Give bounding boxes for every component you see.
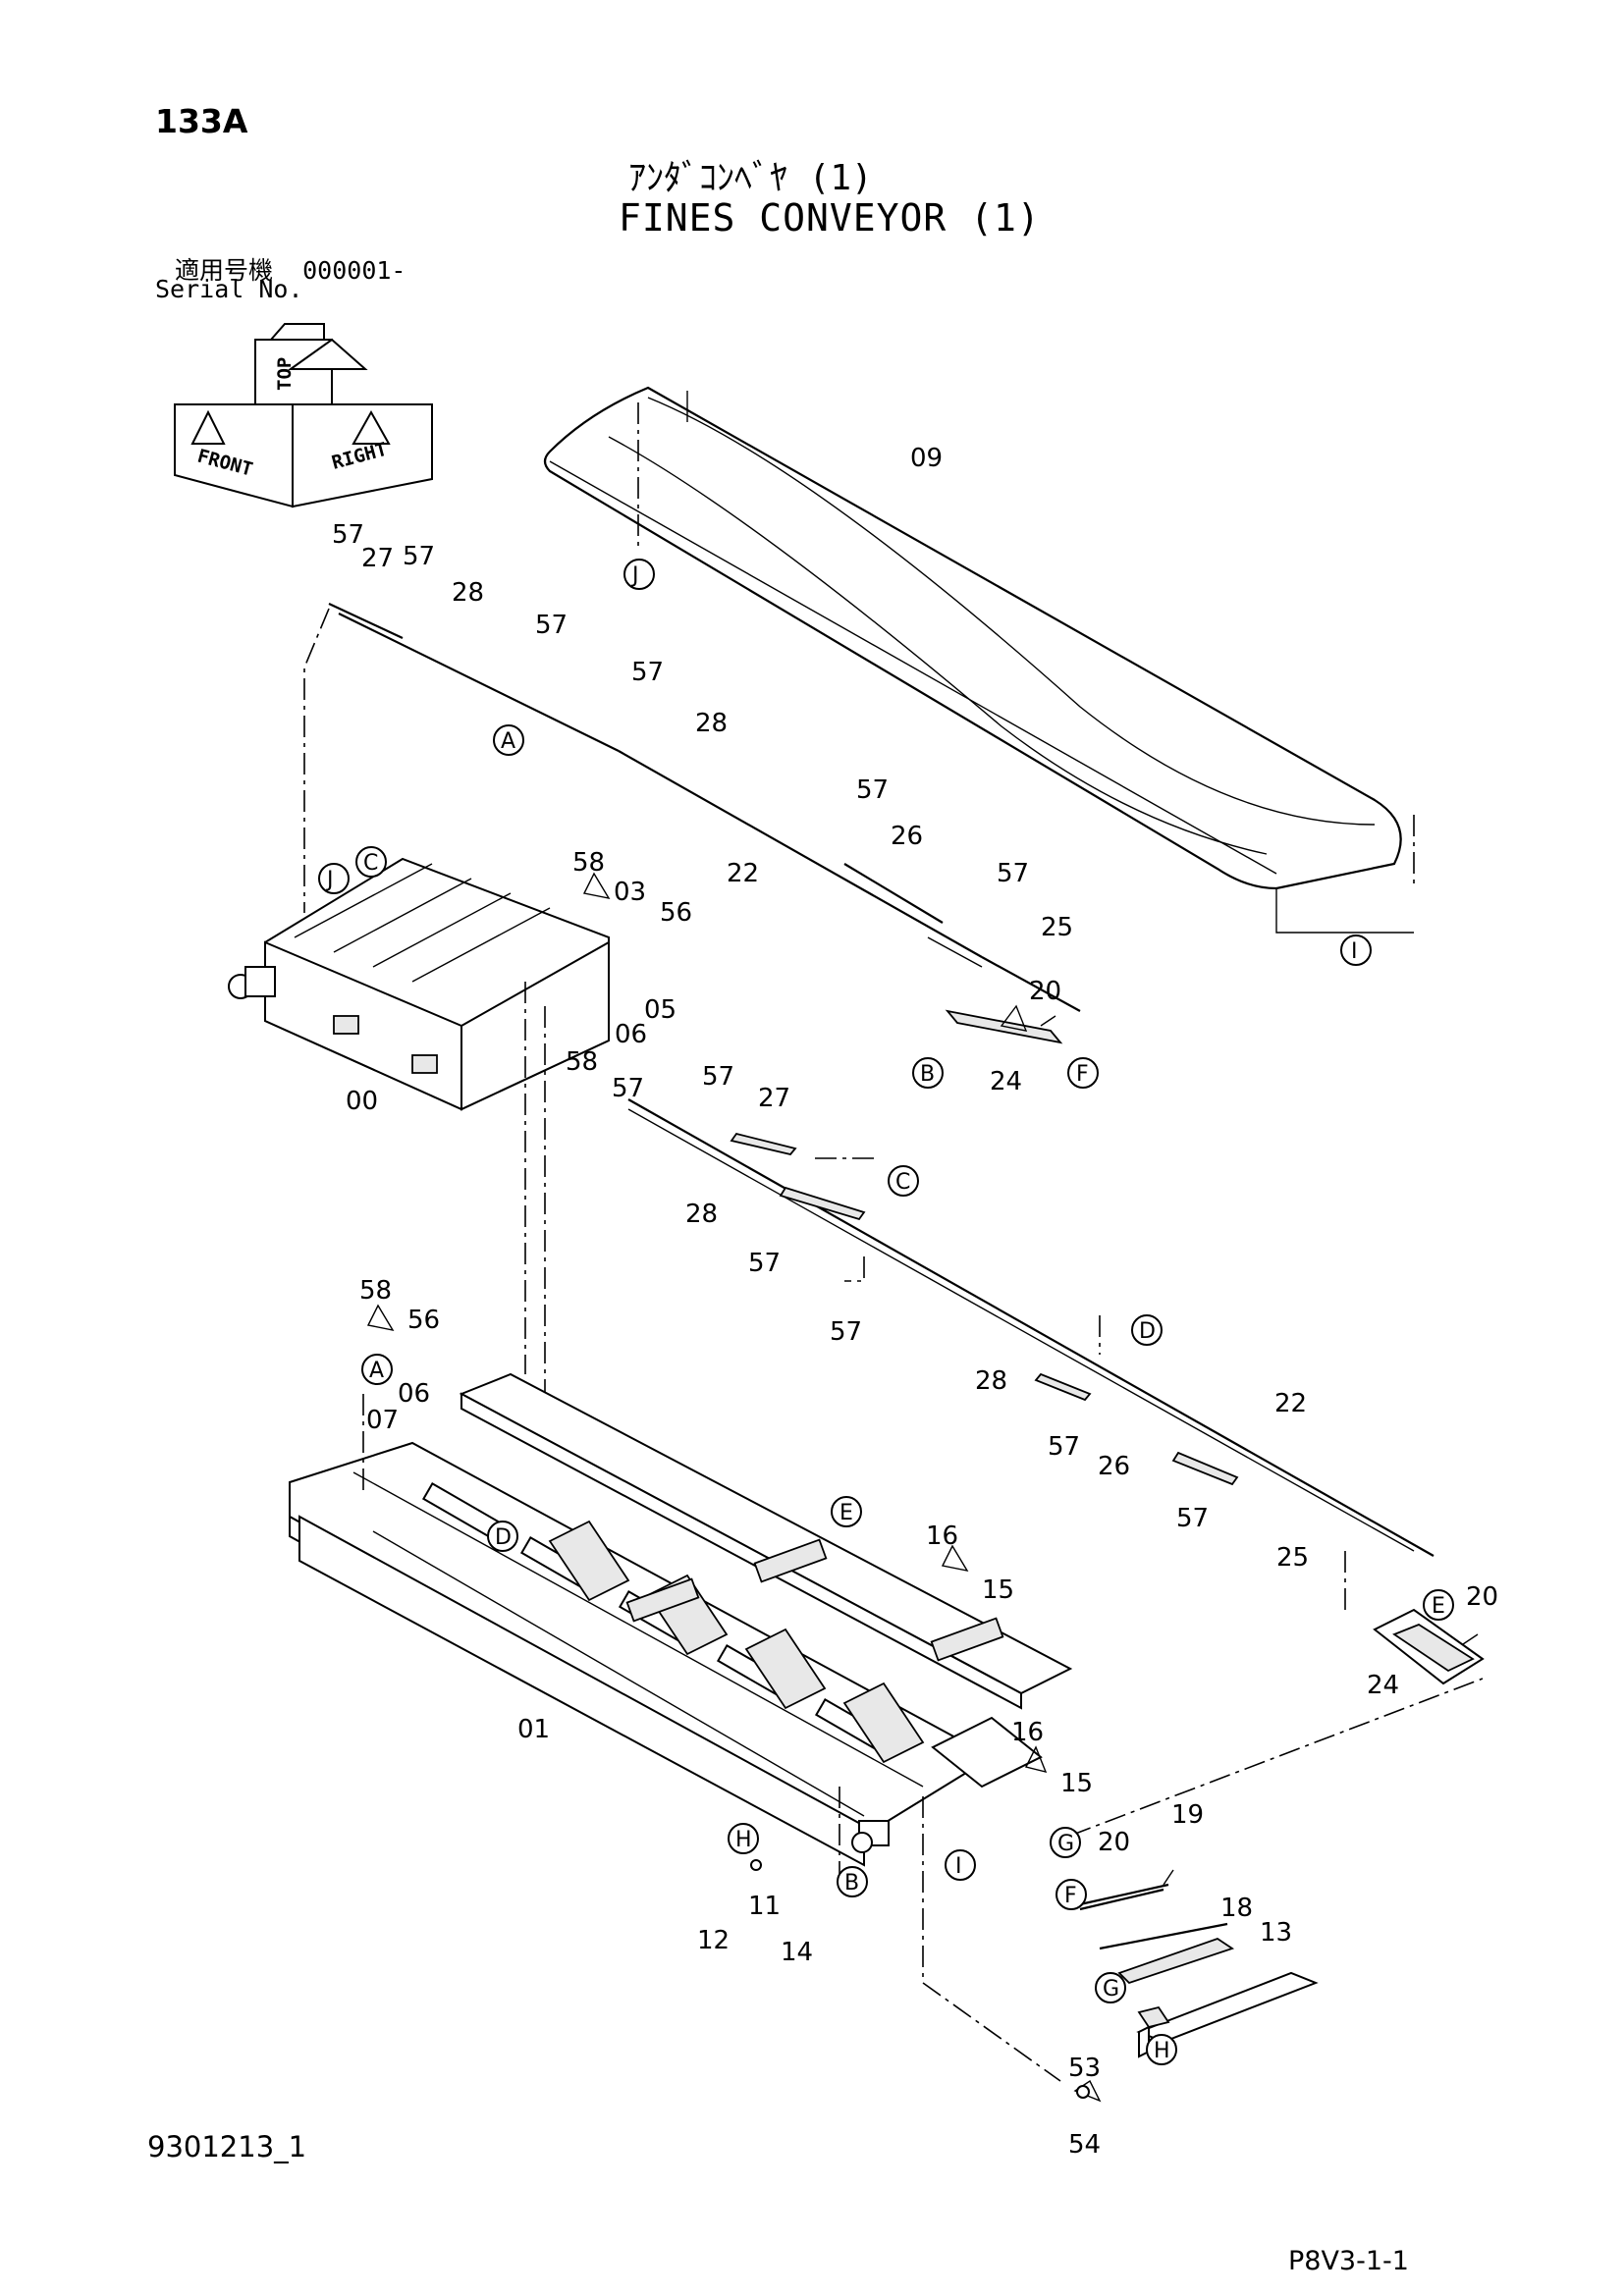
- part-label-24: 28: [695, 709, 728, 738]
- connector-B: B: [920, 1062, 935, 1087]
- part-label-28: 57: [1048, 1432, 1080, 1462]
- part-label-01: 01: [517, 1715, 550, 1744]
- part-label-28: 57: [997, 859, 1029, 888]
- connector-A: A: [369, 1359, 384, 1383]
- part-label-16: 16: [926, 1522, 958, 1551]
- part-label-28: 57: [830, 1317, 862, 1347]
- part-labels: 09 57 27 57 28 57 57 28 57 26 22 57 25 2…: [332, 444, 1498, 2160]
- orientation-indicator: FRONT RIGHT TOP: [174, 323, 433, 508]
- part-label-07: 07: [366, 1406, 399, 1435]
- part-label-57: 58: [572, 848, 605, 878]
- connector-F: F: [1064, 1884, 1077, 1908]
- connector-D: D: [495, 1525, 512, 1550]
- connector-A: A: [501, 729, 515, 754]
- title-japanese: ｱﾝﾀﾞｺﾝﾍﾞﾔ (1): [628, 158, 873, 198]
- part-label-20: 20: [1466, 1582, 1498, 1612]
- part-label-05: 05: [644, 995, 677, 1025]
- connector-J: J: [325, 868, 334, 892]
- part-label-22: 22: [1274, 1389, 1307, 1418]
- connector-I: I: [1351, 939, 1358, 964]
- part-label-56: 56: [660, 898, 692, 928]
- lower-side-strips: [627, 1098, 1435, 1610]
- connector-C: C: [895, 1170, 910, 1195]
- part-label-28: 57: [702, 1062, 734, 1092]
- part-label-26: 24: [1367, 1671, 1399, 1700]
- part-label-23: 27: [758, 1084, 790, 1113]
- part-label-28: 57: [631, 658, 664, 687]
- connector-J: J: [630, 563, 639, 588]
- figure-number: 9301213_1: [147, 2130, 307, 2163]
- head-frame-00: [228, 857, 610, 1423]
- page-number: 133A: [155, 102, 248, 140]
- part-label-09: 09: [910, 444, 943, 473]
- lower-right-detail: [1069, 1678, 1484, 2058]
- connector-H: H: [735, 1828, 752, 1852]
- part-label-54: 54: [1068, 2130, 1101, 2160]
- title-english: FINES CONVEYOR (1): [619, 196, 1041, 240]
- connector-markers: J A C J I B F C D A D E E G H I B F G H: [318, 559, 1454, 2065]
- connector-C: C: [363, 851, 378, 876]
- part-label-00: 00: [346, 1087, 378, 1116]
- part-label-24: 28: [452, 578, 484, 608]
- serial-value: 000001-: [302, 256, 406, 285]
- part-label-16: 16: [1011, 1718, 1044, 1747]
- part-label-56: 56: [407, 1306, 440, 1335]
- connector-G: G: [1103, 1977, 1119, 2002]
- part-label-24: 28: [685, 1200, 718, 1229]
- part-label-20: 20: [1098, 1828, 1130, 1857]
- connector-I: I: [955, 1854, 962, 1879]
- scraper-lower: [1373, 1608, 1485, 1685]
- part-label-24: 28: [975, 1366, 1007, 1396]
- connector-G: G: [1057, 1832, 1074, 1856]
- part-label-25: 26: [1098, 1452, 1130, 1481]
- part-label-28: 57: [748, 1249, 781, 1278]
- part-label-03: 03: [614, 878, 646, 907]
- part-label-28: 57: [535, 611, 568, 640]
- page-code: P8V3-1-1: [1288, 2246, 1409, 2276]
- part-label-12: 12: [697, 1926, 730, 1955]
- part-label-28: 57: [403, 542, 435, 571]
- part-label-25: 26: [891, 822, 923, 851]
- part-label-19: 19: [1171, 1800, 1204, 1830]
- connector-D: D: [1139, 1319, 1156, 1344]
- belt-09: [543, 386, 1415, 934]
- part-label-06: 06: [615, 1020, 647, 1049]
- carrier-brackets: [548, 1520, 925, 1764]
- connector-E: E: [839, 1501, 853, 1525]
- part-label-28: 57: [332, 520, 364, 550]
- main-frame-01: [289, 1372, 1073, 2082]
- part-label-23: 27: [361, 544, 394, 573]
- part-label-15: 15: [982, 1575, 1014, 1605]
- serial-line-japanese: 適用号機 000001-: [175, 251, 406, 287]
- connector-B: B: [844, 1871, 859, 1896]
- part-label-28: 57: [856, 775, 889, 805]
- part-label-06: 06: [398, 1379, 430, 1409]
- fasteners: [366, 872, 1102, 2103]
- part-label-58: 58: [566, 1047, 598, 1077]
- part-label-27: 25: [1041, 913, 1073, 942]
- part-label-28: 57: [612, 1074, 644, 1103]
- part-label-18: 18: [1220, 1894, 1253, 1923]
- connector-H: H: [1154, 2039, 1170, 2063]
- part-label-22: 22: [727, 859, 759, 888]
- part-label-53: 53: [1068, 2054, 1101, 2083]
- part-label-28: 57: [1176, 1504, 1209, 1533]
- part-label-57: 58: [359, 1276, 392, 1306]
- orientation-top-label: TOP: [274, 357, 296, 391]
- serial-label-english: Serial No.: [155, 275, 303, 303]
- part-label-11: 11: [748, 1892, 781, 1921]
- part-label-27: 25: [1276, 1543, 1309, 1573]
- connector-E: E: [1432, 1594, 1445, 1619]
- part-label-20: 20: [1029, 977, 1061, 1006]
- part-label-14: 14: [781, 1938, 813, 1967]
- serial-label-japanese: 適用号機: [175, 256, 274, 285]
- upper-side-strips: [303, 603, 1081, 1012]
- connector-F: F: [1076, 1062, 1089, 1087]
- part-label-13: 13: [1260, 1918, 1292, 1948]
- part-label-26: 24: [990, 1067, 1022, 1096]
- part-label-15: 15: [1060, 1769, 1093, 1798]
